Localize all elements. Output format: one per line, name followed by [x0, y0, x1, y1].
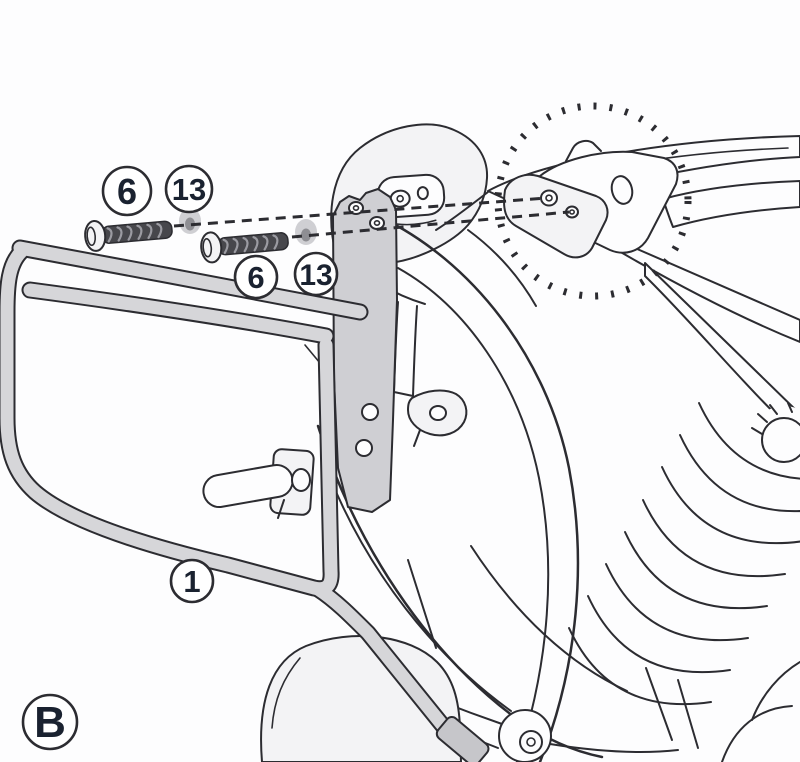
- dashed-guide-line-1: [173, 196, 548, 228]
- rear-fender: [376, 214, 580, 762]
- shock-absorber: [568, 402, 800, 762]
- screw-2: [200, 231, 289, 264]
- frame-bracket-details: [304, 301, 468, 649]
- screw-1: [84, 219, 173, 252]
- callout-label: 13: [172, 172, 206, 207]
- callout-rack-frame: 1: [169, 558, 215, 604]
- plate-hole-2: [369, 216, 385, 230]
- callout-label: 6: [117, 171, 137, 212]
- motorcycle-rear-art: [260, 123, 800, 762]
- callout-screw-lower: 6: [233, 254, 279, 300]
- callout-washer-top: 13: [164, 164, 214, 214]
- callout-screw-top: 6: [101, 165, 153, 217]
- frame-mounting-lugs: [503, 150, 679, 259]
- callout-washer-lower: 13: [293, 251, 339, 297]
- rack-tube-end-fitting: [435, 716, 490, 762]
- rack-tube-fill: [0, 241, 459, 744]
- plate-hole-1: [348, 201, 364, 215]
- dashed-guide-line-2: [291, 210, 570, 239]
- step-letter: B: [34, 698, 66, 747]
- step-letter-badge: B: [21, 693, 79, 751]
- highlight-dotted-circle: [494, 102, 692, 300]
- washer-1: [179, 208, 201, 234]
- washer-2: [295, 219, 317, 245]
- callout-label: 6: [247, 260, 264, 295]
- callout-label: 13: [299, 259, 332, 292]
- callout-label: 1: [183, 564, 200, 599]
- mount-hole-upper: [540, 189, 558, 207]
- release-lever: [202, 448, 315, 519]
- pannier-rack-frame: [0, 239, 490, 762]
- mounting-bracket-plate: [332, 188, 398, 513]
